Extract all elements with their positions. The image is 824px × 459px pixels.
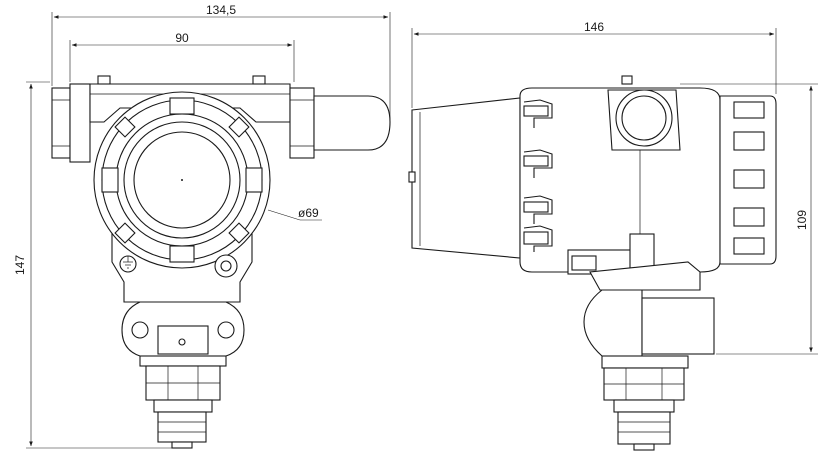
side-dimensions: 146 109 [411, 20, 818, 355]
process-connection [145, 365, 221, 449]
right-cable-gland [289, 87, 391, 159]
dim-overall-width: 134,5 [206, 3, 236, 17]
ground-terminal [119, 255, 137, 273]
side-neck [589, 261, 701, 291]
side-top-gland [607, 75, 681, 151]
dim-side-height: 109 [795, 210, 809, 230]
side-view [408, 75, 777, 451]
side-front-cover [411, 97, 521, 259]
side-sensor-module [583, 289, 715, 369]
front-dimensions: 134,5 90 ø69 147 [13, 3, 391, 449]
side-process-connection [603, 367, 685, 451]
round-housing [93, 91, 271, 269]
front-view [51, 75, 391, 449]
dim-diameter: ø69 [298, 206, 319, 220]
left-cooling-fins [523, 99, 553, 252]
dim-side-length: 146 [584, 20, 604, 34]
side-screw [214, 254, 238, 278]
left-cable-gland [51, 83, 91, 163]
dim-overall-height: 147 [13, 255, 27, 275]
right-cooling-fins [733, 101, 765, 255]
sensor-module [121, 301, 245, 367]
dim-housing-width: 90 [175, 31, 189, 45]
